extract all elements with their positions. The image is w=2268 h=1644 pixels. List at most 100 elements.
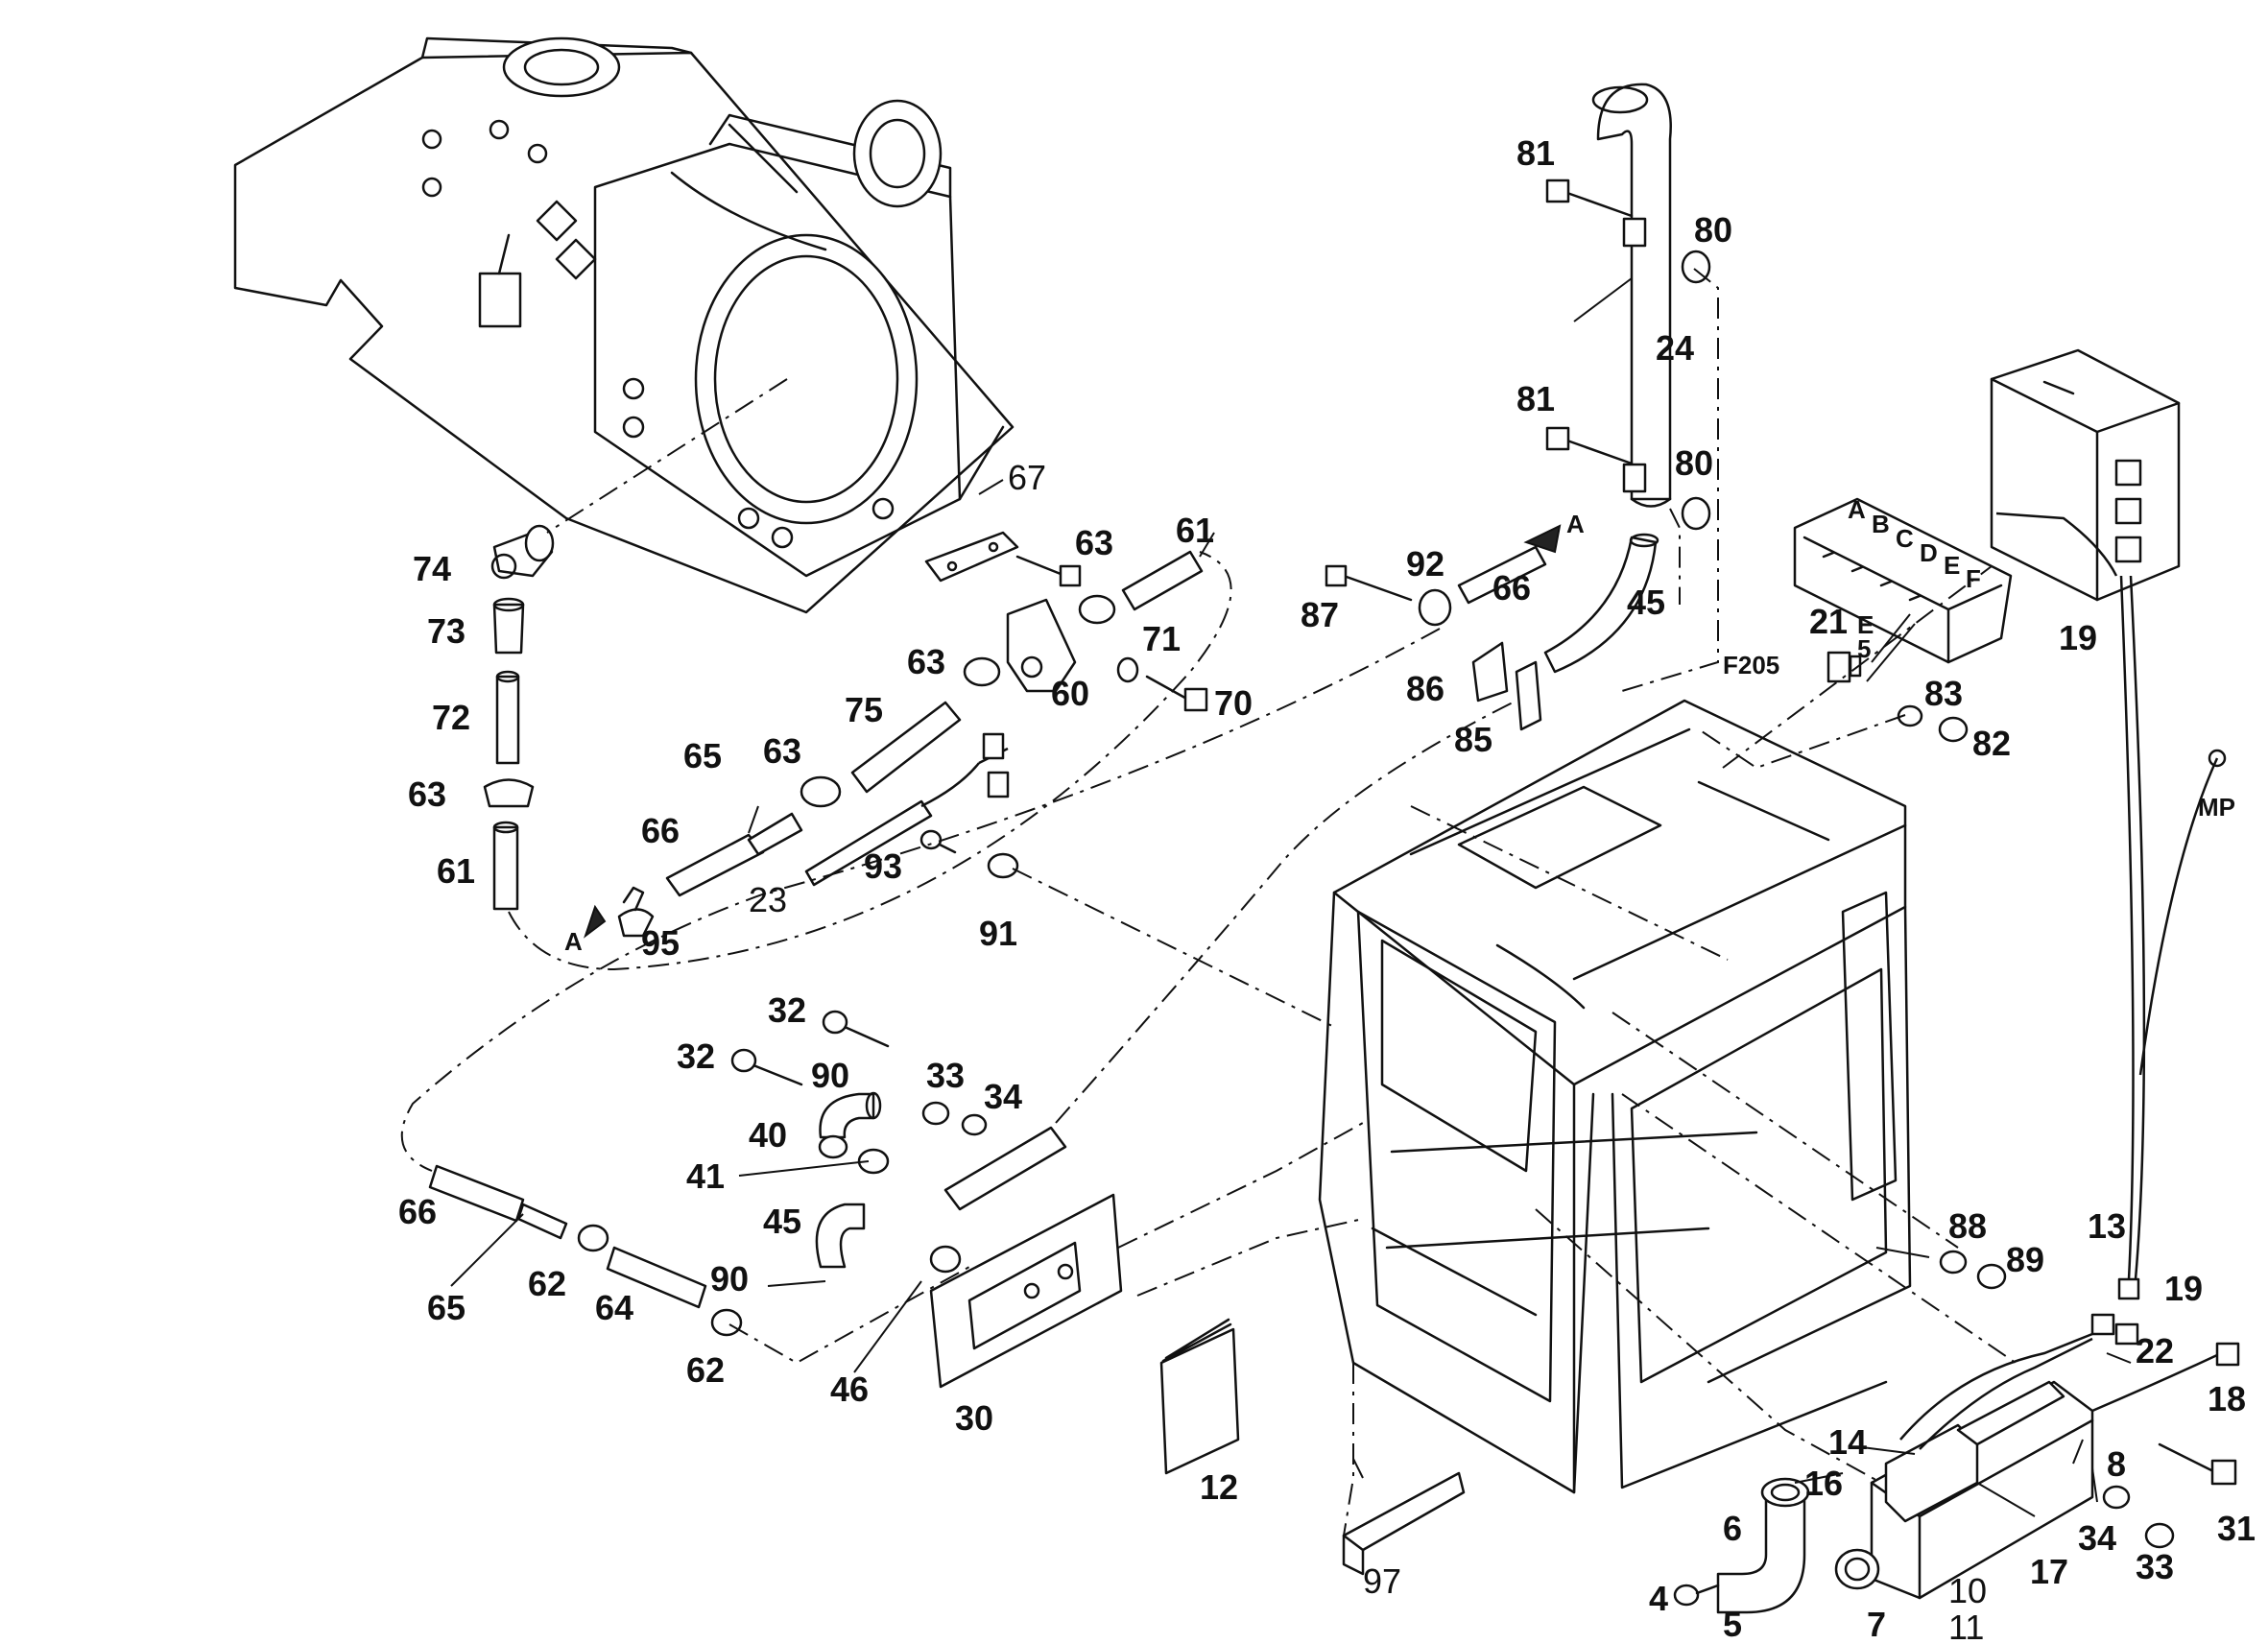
hose-61-left [492,821,519,911]
exhaust-bolt-upper [1545,179,1711,284]
bracket-86 [1471,641,1509,703]
fuse-f205 [1826,651,1862,683]
callout-85: 85 [1454,720,1492,759]
callout-65-left: 65 [683,736,722,775]
callout-a-lower: A [564,927,583,956]
hose-65-left [747,812,803,856]
mount-plate [924,531,1019,583]
nut-33 [921,1101,950,1126]
callout-labels: 81 80 24 81 80 67 63 61 71 60 70 63 75 6… [398,133,2256,1644]
exhaust-bolt-lower [1545,426,1711,531]
callout-4: 4 [1649,1579,1668,1618]
leader-lines [450,277,2132,1517]
callout-8: 8 [2107,1444,2126,1484]
callout-81-upper: 81 [1516,133,1555,173]
clamp-63-mid [963,656,1001,687]
callout-90-lower: 90 [710,1259,749,1299]
clamp-92 [1418,588,1452,627]
callout-97: 97 [1363,1561,1401,1601]
engine-radiator-assembly [233,36,1015,614]
flex-hose-45-upper [1543,533,1659,674]
washer-88 [1939,1250,1968,1275]
callout-24: 24 [1656,328,1694,368]
harness-19 [1995,512,2227,1300]
clamp-40 [818,1134,848,1159]
callout-12: 12 [1200,1467,1238,1507]
callout-83: 83 [1924,674,1963,713]
callout-67: 67 [1008,458,1046,497]
callout-30: 30 [955,1398,993,1438]
fuse-label-f: F [1966,564,1981,593]
callout-45-upper: 45 [1627,583,1665,622]
fitting-73 [492,597,525,655]
washer-34 [961,1113,988,1136]
screw-93 [919,829,957,854]
callout-81-lower: 81 [1516,379,1555,418]
fuse-block [1793,497,2013,664]
exhaust-elbow-5 [1716,1477,1810,1614]
nut-82 [1938,716,1969,743]
callout-87: 87 [1301,595,1339,634]
callout-23: 23 [749,880,787,919]
callout-5-elbow: 5 [1723,1605,1742,1644]
callout-11: 11 [1948,1608,1984,1644]
callout-71: 71 [1142,619,1181,658]
callout-91: 91 [979,914,1017,953]
bolt-near-plate [1015,555,1082,587]
callout-65-lower: 65 [427,1288,466,1327]
pipe-65-lower [516,1203,568,1240]
callout-66-left: 66 [641,811,680,850]
callout-66-upper: 66 [1492,568,1531,608]
callout-93: 93 [864,846,902,886]
direction-arrow-a-upper [1523,524,1562,554]
callout-19-upper: 19 [2059,618,2097,657]
fitting-74 [490,524,555,580]
clamp-46 [929,1245,962,1274]
callout-6: 6 [1723,1509,1742,1548]
hose-64 [606,1246,707,1309]
callout-f205: F205 [1723,651,1779,679]
callout-82: 82 [1972,724,2011,763]
callout-34-upper: 34 [984,1077,1022,1116]
callout-70: 70 [1214,683,1253,723]
callout-32-lower: 32 [677,1036,715,1076]
screw-32-upper [822,1010,890,1048]
callout-46: 46 [830,1370,869,1409]
callout-66-lower: 66 [398,1192,437,1231]
clamp-63-left [483,778,535,808]
callout-41: 41 [686,1156,725,1196]
callout-16: 16 [1804,1464,1843,1503]
fuse-label-d: D [1920,538,1938,567]
clamp-91 [987,852,1019,879]
flex-hose-45-lower [943,1126,1067,1211]
clamp-63-lower [800,775,842,808]
fuse-label-c: C [1896,524,1914,553]
hose-61-upper [1121,550,1204,611]
callout-7: 7 [1867,1605,1886,1644]
direction-arrow-a-lower [584,904,607,939]
pipe-72 [495,670,520,765]
electrical-box [1990,348,2181,602]
callout-80-upper: 80 [1694,210,1732,250]
bracket-97 [1342,1471,1466,1576]
screw-4 [1673,1584,1720,1607]
screw-31 [2158,1442,2237,1486]
callout-75: 75 [845,690,883,729]
pipe-66-lower [428,1164,525,1223]
callout-62-lower: 62 [686,1350,725,1390]
heater-unit [1834,1380,2094,1600]
callout-95: 95 [641,923,680,963]
callout-72: 72 [432,698,470,737]
washer-83 [1897,704,1923,727]
exhaust-pipe [1591,83,1672,508]
callout-89: 89 [2006,1240,2044,1279]
callout-90-upper: 90 [811,1056,849,1095]
fuse-label-a: A [1848,495,1866,524]
callout-92: 92 [1406,544,1444,584]
wiring-23 [804,732,1010,887]
callout-63-left: 63 [408,774,446,814]
callout-19-lower: 19 [2164,1269,2203,1308]
elbow-90-upper [819,1091,882,1139]
callout-33-upper: 33 [926,1056,965,1095]
